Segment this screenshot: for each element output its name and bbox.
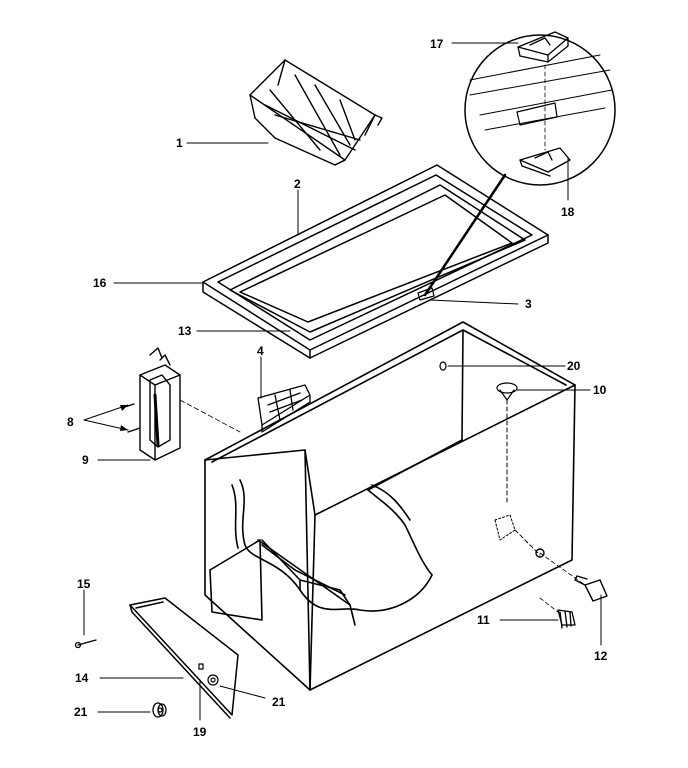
magnified-latch-detail bbox=[464, 34, 616, 186]
callout-21-right: 21 bbox=[272, 695, 286, 709]
callout-10: 10 bbox=[593, 383, 607, 397]
drain-fitting bbox=[539, 597, 576, 629]
thermostat-control bbox=[257, 384, 311, 433]
callout-15: 15 bbox=[77, 577, 91, 591]
callout-3: 3 bbox=[525, 297, 532, 311]
access-panel bbox=[129, 597, 239, 719]
callout-21-left: 21 bbox=[74, 705, 88, 719]
latch-keeper-top bbox=[517, 31, 569, 63]
callout-12: 12 bbox=[594, 649, 608, 663]
callout-8: 8 bbox=[67, 415, 74, 429]
callout-14: 14 bbox=[75, 671, 89, 685]
latch-leader-line bbox=[423, 173, 507, 297]
callout-4: 4 bbox=[257, 344, 264, 358]
leader-lines bbox=[83, 42, 602, 721]
basket bbox=[249, 59, 383, 166]
callout-20: 20 bbox=[567, 359, 581, 373]
cabinet-hole-20 bbox=[439, 361, 447, 371]
drain-tube bbox=[494, 399, 541, 556]
arrowheads bbox=[120, 405, 128, 431]
hinge bbox=[139, 347, 181, 461]
latch-clip bbox=[417, 287, 435, 301]
callout-17: 17 bbox=[430, 37, 444, 51]
callout-1: 1 bbox=[176, 136, 183, 150]
drain-cap bbox=[535, 548, 608, 602]
lid-frame bbox=[202, 164, 549, 359]
callout-2: 2 bbox=[294, 177, 301, 191]
cabinet-body bbox=[204, 321, 576, 691]
screw-15 bbox=[74, 639, 97, 649]
grommet-21-left bbox=[152, 702, 167, 718]
callout-11: 11 bbox=[477, 613, 490, 627]
panel-grommet bbox=[198, 663, 219, 686]
latch-keeper-bottom bbox=[519, 147, 571, 177]
callout-9: 9 bbox=[82, 453, 89, 467]
callout-16: 16 bbox=[93, 276, 107, 290]
callout-13: 13 bbox=[178, 324, 192, 338]
hinge-mount-line bbox=[179, 399, 241, 433]
callout-19: 19 bbox=[193, 725, 207, 739]
drain-plug-top bbox=[496, 382, 518, 401]
callout-18: 18 bbox=[561, 205, 575, 219]
